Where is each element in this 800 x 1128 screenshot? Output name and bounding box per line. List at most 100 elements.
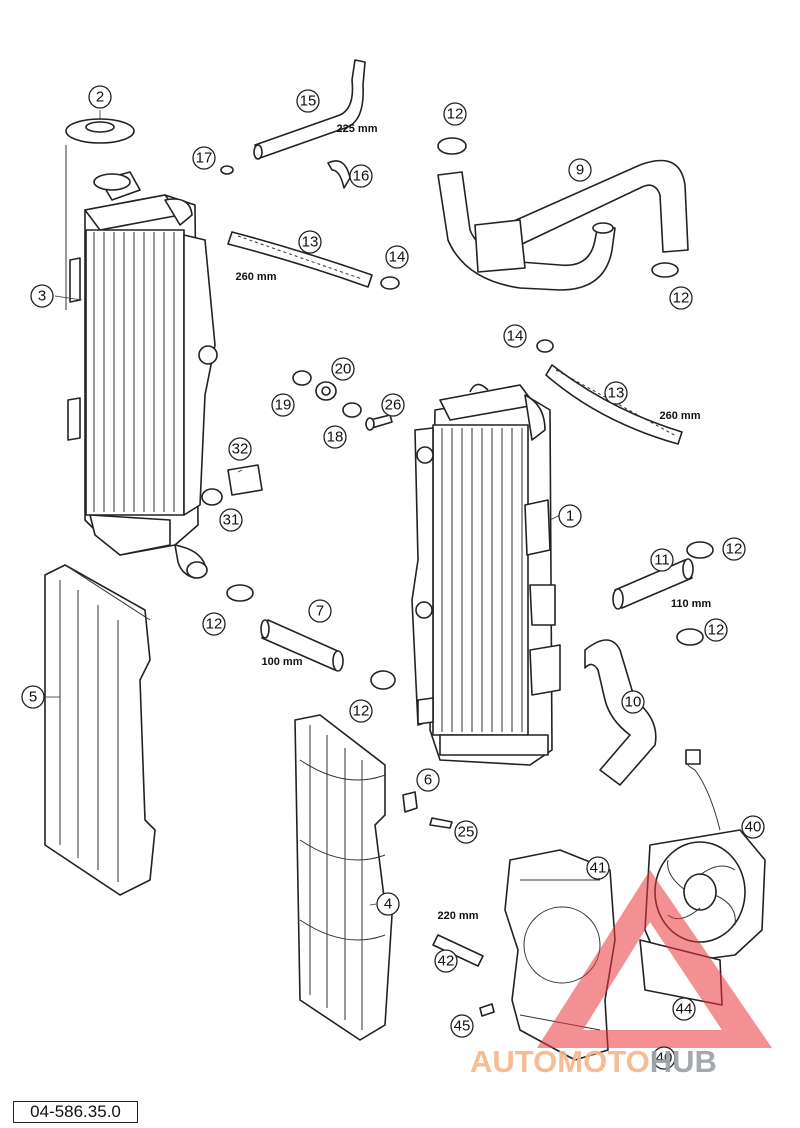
callout-12f: 12 bbox=[349, 699, 373, 723]
callout-19: 19 bbox=[271, 393, 295, 417]
hose-13-right bbox=[545, 364, 683, 445]
callout-label: 17 bbox=[196, 150, 213, 167]
callout-label: 16 bbox=[353, 168, 370, 185]
dimension-hose-13-left: 260 mm bbox=[236, 271, 277, 283]
callout-12c: 12 bbox=[722, 537, 746, 561]
callout-41: 41 bbox=[586, 856, 610, 880]
right-radiator bbox=[411, 383, 561, 766]
callout-26: 26 bbox=[381, 393, 405, 417]
callout-45: 45 bbox=[450, 1014, 474, 1038]
callout-label: 13 bbox=[302, 234, 319, 251]
callout-1: 1 bbox=[558, 504, 582, 528]
callout-12a: 12 bbox=[443, 102, 467, 126]
callout-40a: 40 bbox=[741, 815, 765, 839]
callout-label: 9 bbox=[576, 162, 584, 179]
left-radiator bbox=[65, 145, 218, 579]
callout-label: 45 bbox=[454, 1018, 471, 1035]
callout-25: 25 bbox=[454, 820, 478, 844]
callout-3: 3 bbox=[30, 284, 54, 308]
callout-15: 15 bbox=[296, 89, 320, 113]
callout-label: 18 bbox=[327, 429, 344, 446]
small-hardware bbox=[201, 160, 495, 1017]
right-radiator-fins bbox=[441, 428, 523, 732]
watermark-triangle bbox=[537, 870, 772, 1048]
callout-4: 4 bbox=[376, 892, 400, 916]
hose-7 bbox=[260, 619, 344, 672]
callout-label: 32 bbox=[232, 441, 249, 458]
watermark-text-b: HUB bbox=[649, 1044, 717, 1079]
callout-label: 13 bbox=[608, 385, 625, 402]
hose-11 bbox=[612, 558, 694, 610]
callout-label: 15 bbox=[300, 93, 317, 110]
callout-16: 16 bbox=[349, 164, 373, 188]
hose-15 bbox=[253, 59, 366, 160]
dimension-hose-7: 100 mm bbox=[262, 656, 303, 668]
callout-label: 19 bbox=[275, 397, 292, 414]
callout-2: 2 bbox=[88, 85, 112, 109]
callout-12e: 12 bbox=[202, 612, 226, 636]
callout-label: 12 bbox=[447, 106, 464, 123]
watermark-text-a: AUTOMOTO bbox=[470, 1044, 650, 1079]
callout-14a: 14 bbox=[385, 245, 409, 269]
callout-label: 40 bbox=[656, 1050, 673, 1067]
callout-31: 31 bbox=[219, 508, 243, 532]
callout-label: 41 bbox=[590, 860, 607, 877]
radiator-cap bbox=[65, 118, 135, 144]
callout-10: 10 bbox=[621, 690, 645, 714]
callout-label: 6 bbox=[424, 772, 432, 789]
hose-9 bbox=[437, 159, 689, 291]
callout-14b: 14 bbox=[503, 324, 527, 348]
dimension-hose-15: 225 mm bbox=[337, 123, 378, 135]
dimension-hose-42: 220 mm bbox=[438, 910, 479, 922]
callout-32: 32 bbox=[228, 437, 252, 461]
callout-label: 12 bbox=[206, 616, 223, 633]
callout-6: 6 bbox=[416, 768, 440, 792]
callout-label: 2 bbox=[96, 89, 104, 106]
callout-13b: 13 bbox=[604, 381, 628, 405]
callout-label: 4 bbox=[384, 896, 392, 913]
callout-label: 10 bbox=[625, 694, 642, 711]
callout-label: 26 bbox=[385, 397, 402, 414]
left-shroud bbox=[44, 564, 156, 896]
document-number: 04-586.35.0 bbox=[13, 1101, 138, 1123]
callout-label: 11 bbox=[654, 552, 670, 569]
dimension-hose-11: 110 mm bbox=[671, 598, 712, 610]
callout-label: 1 bbox=[566, 508, 574, 525]
callout-label: 42 bbox=[438, 953, 455, 970]
callout-label: 14 bbox=[389, 249, 406, 266]
callout-label: 40 bbox=[745, 819, 762, 836]
callout-11: 11 bbox=[650, 548, 674, 572]
callout-label: 5 bbox=[29, 689, 37, 706]
hose-42 bbox=[432, 934, 484, 967]
callout-18: 18 bbox=[323, 425, 347, 449]
callout-12d: 12 bbox=[704, 618, 728, 642]
callout-5: 5 bbox=[21, 685, 45, 709]
leader-lines bbox=[45, 110, 561, 906]
callout-44: 44 bbox=[672, 997, 696, 1021]
callout-12b: 12 bbox=[669, 286, 693, 310]
callout-40b: 40 bbox=[652, 1046, 676, 1070]
clamps bbox=[220, 137, 714, 690]
callout-label: 12 bbox=[708, 622, 725, 639]
callout-9: 9 bbox=[568, 158, 592, 182]
callout-label: 12 bbox=[673, 290, 690, 307]
left-radiator-fins bbox=[93, 232, 175, 512]
callout-20: 20 bbox=[331, 357, 355, 381]
callout-17: 17 bbox=[192, 146, 216, 170]
callout-label: 25 bbox=[458, 824, 475, 841]
hose-10 bbox=[584, 639, 657, 786]
right-shroud bbox=[294, 714, 393, 1041]
callout-label: 20 bbox=[335, 361, 352, 378]
callout-42: 42 bbox=[434, 949, 458, 973]
callout-label: 44 bbox=[676, 1001, 693, 1018]
callout-label: 3 bbox=[38, 288, 46, 305]
callout-7: 7 bbox=[308, 599, 332, 623]
callout-label: 12 bbox=[353, 703, 370, 720]
callout-label: 12 bbox=[726, 541, 743, 558]
dimension-hose-13-right: 260 mm bbox=[660, 410, 701, 422]
callout-label: 7 bbox=[316, 603, 324, 620]
callout-label: 14 bbox=[507, 328, 524, 345]
watermark-logo: AUTOMOTOHUB bbox=[470, 1042, 792, 1082]
hose-13-left bbox=[227, 231, 373, 288]
